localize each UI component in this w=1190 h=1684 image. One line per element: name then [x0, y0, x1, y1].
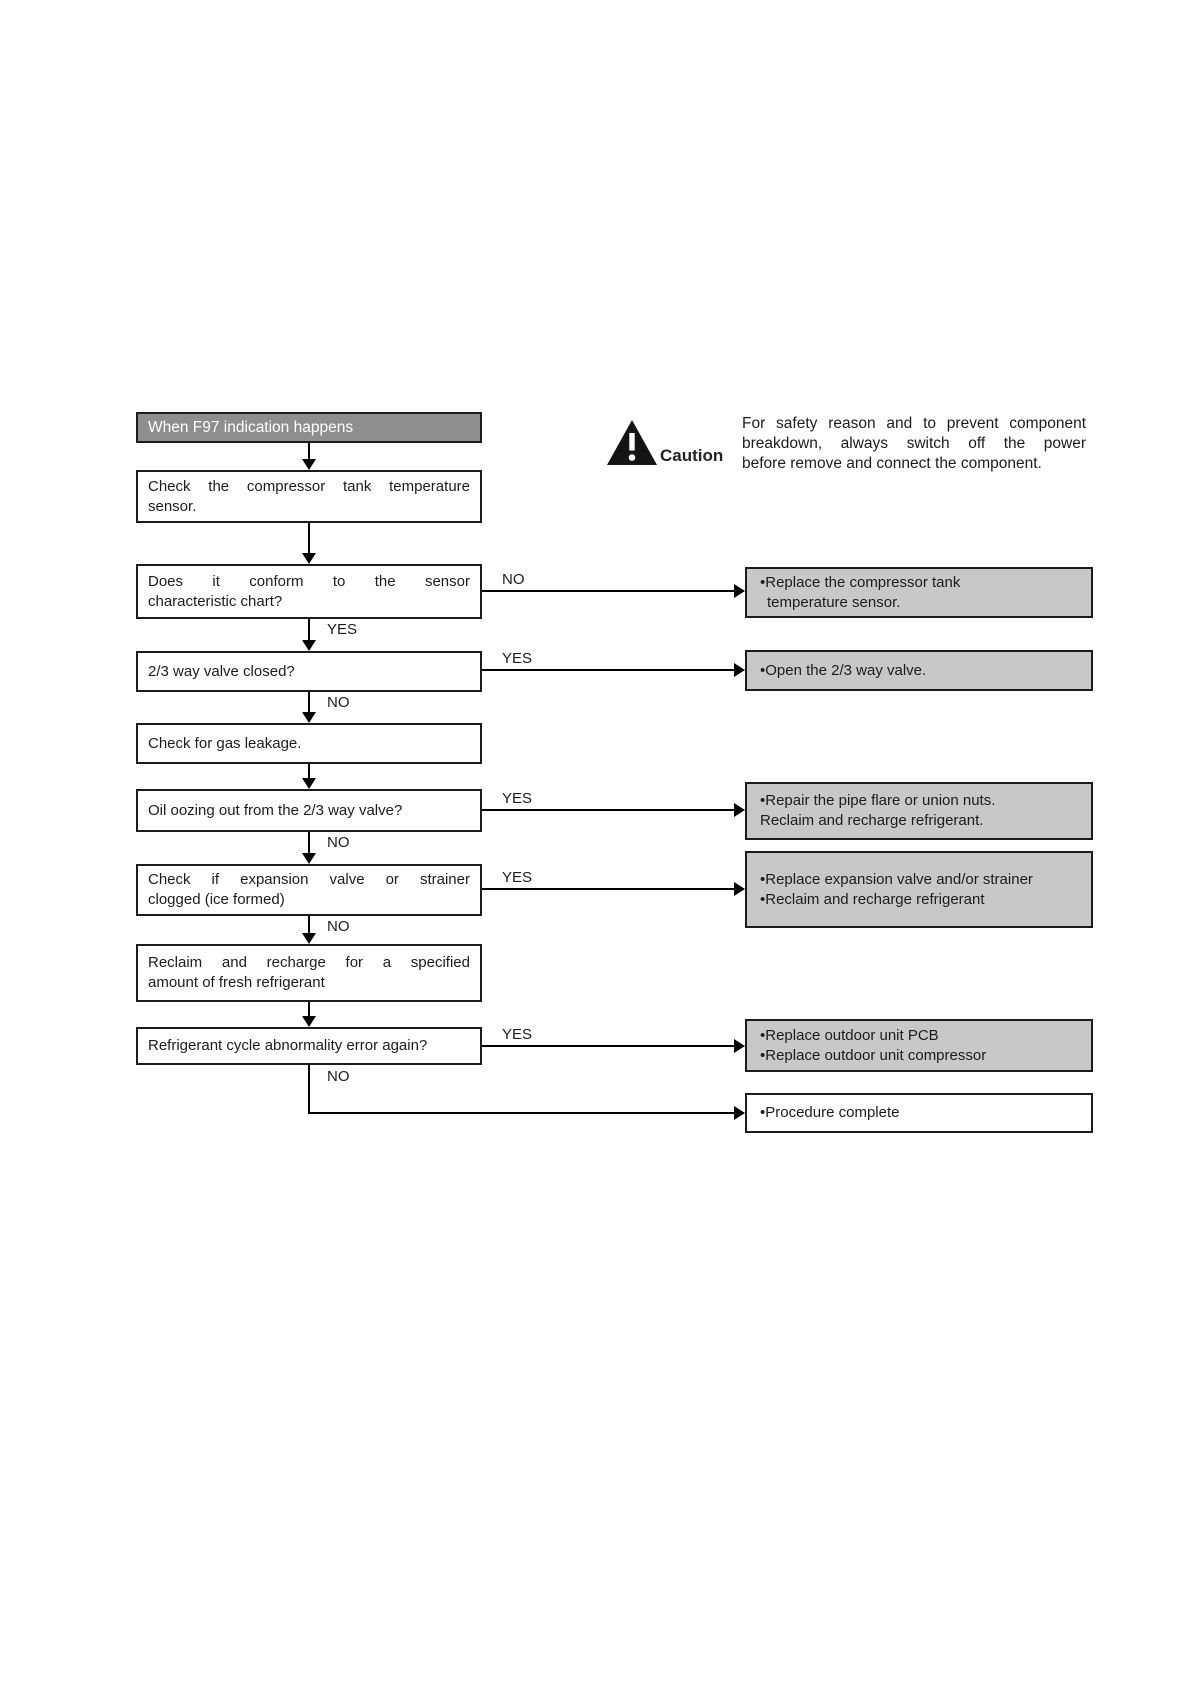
text-line: Reclaim and recharge for a specified [148, 954, 470, 971]
flow-line [482, 590, 734, 592]
arrow-down-icon [302, 640, 316, 651]
text-line: •Reclaim and recharge refrigerant [760, 890, 985, 908]
arrow-down-icon [302, 933, 316, 944]
flow-line [482, 888, 734, 890]
flow-line [308, 764, 310, 778]
arrow-right-icon [734, 1039, 745, 1053]
text-line: Oil oozing out from the 2/3 way valve? [148, 801, 403, 819]
text-line: before remove and connect the component. [742, 455, 1042, 472]
text-line: Check the compressor tank temperature [148, 477, 470, 495]
action-replace-sensor: •Replace the compressor tank temperature… [745, 567, 1093, 618]
arrow-down-icon [302, 712, 316, 723]
flow-line [309, 1112, 734, 1114]
decision-valve-closed: 2/3 way valve closed? [136, 651, 482, 692]
flow-line [308, 443, 310, 459]
branch-label-no: NO [327, 834, 350, 851]
branch-label-yes: YES [327, 621, 358, 638]
text-line: •Replace the compressor tank [760, 573, 961, 591]
flow-line [482, 669, 734, 671]
text-line: sensor. [148, 497, 197, 515]
flow-line [482, 1045, 734, 1047]
flowchart-title: When F97 indication happens [148, 418, 354, 436]
arrow-down-icon [302, 459, 316, 470]
step-check-sensor: Check the compressor tank temperature se… [136, 470, 482, 523]
flow-line [308, 832, 310, 853]
text-line: For safety reason and to prevent compone… [742, 415, 1086, 432]
flow-line [308, 692, 310, 712]
arrow-down-icon [302, 1016, 316, 1027]
branch-label-yes: YES [502, 1026, 533, 1043]
flow-line [308, 1065, 310, 1114]
arrow-right-icon [734, 663, 745, 677]
flowchart-start-node: When F97 indication happens [136, 412, 482, 443]
caution-label: Caution [660, 446, 724, 465]
action-replace-expansion: •Replace expansion valve and/or strainer… [745, 851, 1093, 928]
text-line: breakdown, always switch off the power [742, 435, 1086, 452]
branch-label-yes: YES [502, 650, 533, 667]
arrow-down-icon [302, 553, 316, 564]
branch-label-no: NO [327, 694, 350, 711]
arrow-down-icon [302, 853, 316, 864]
arrow-right-icon [734, 1106, 745, 1120]
text-line: Check for gas leakage. [148, 734, 302, 752]
text-line: Refrigerant cycle abnormality error agai… [148, 1037, 428, 1054]
flow-line [308, 619, 310, 640]
text-line: •Open the 2/3 way valve. [760, 661, 927, 679]
flow-line [482, 809, 734, 811]
flow-line [308, 916, 310, 933]
text-line: Check if expansion valve or strainer [148, 871, 470, 888]
action-replace-pcb: •Replace outdoor unit PCB •Replace outdo… [745, 1019, 1093, 1072]
flow-line [308, 1002, 310, 1016]
text-line: •Repair the pipe flare or union nuts. [760, 792, 996, 809]
caution-triangle-icon [606, 419, 658, 472]
step-check-gas-leakage: Check for gas leakage. [136, 723, 482, 764]
text-line: •Replace outdoor unit PCB [760, 1026, 939, 1044]
branch-label-yes: YES [502, 790, 533, 807]
text-line: Does it conform to the sensor [148, 572, 470, 590]
action-procedure-complete: •Procedure complete [745, 1093, 1093, 1133]
caution-text: For safety reason and to prevent compone… [742, 414, 1086, 474]
text-line: •Replace expansion valve and/or strainer [760, 870, 1033, 888]
text-line: •Procedure complete [760, 1104, 900, 1121]
decision-cycle-error-again: Refrigerant cycle abnormality error agai… [136, 1027, 482, 1065]
branch-label-no: NO [327, 918, 350, 935]
flow-line [308, 523, 310, 553]
arrow-down-icon [302, 778, 316, 789]
decision-oil-oozing: Oil oozing out from the 2/3 way valve? [136, 789, 482, 832]
text-line: 2/3 way valve closed? [148, 662, 295, 680]
arrow-right-icon [734, 584, 745, 598]
text-line: •Replace outdoor unit compressor [760, 1046, 987, 1064]
decision-expansion-clogged: Check if expansion valve or strainer clo… [136, 864, 482, 916]
text-line: Reclaim and recharge refrigerant. [760, 812, 984, 829]
text-line: temperature sensor. [767, 593, 901, 611]
text-line: clogged (ice formed) [148, 891, 285, 908]
arrow-right-icon [734, 882, 745, 896]
text-line: characteristic chart? [148, 592, 283, 610]
action-open-valve: •Open the 2/3 way valve. [745, 650, 1093, 691]
step-reclaim-recharge: Reclaim and recharge for a specified amo… [136, 944, 482, 1002]
decision-conform-chart: Does it conform to the sensor characteri… [136, 564, 482, 619]
arrow-right-icon [734, 803, 745, 817]
branch-label-no: NO [327, 1068, 350, 1085]
text-line: amount of fresh refrigerant [148, 974, 325, 991]
branch-label-yes: YES [502, 869, 533, 886]
action-repair-flare: •Repair the pipe flare or union nuts. Re… [745, 782, 1093, 840]
branch-label-no: NO [502, 571, 525, 588]
